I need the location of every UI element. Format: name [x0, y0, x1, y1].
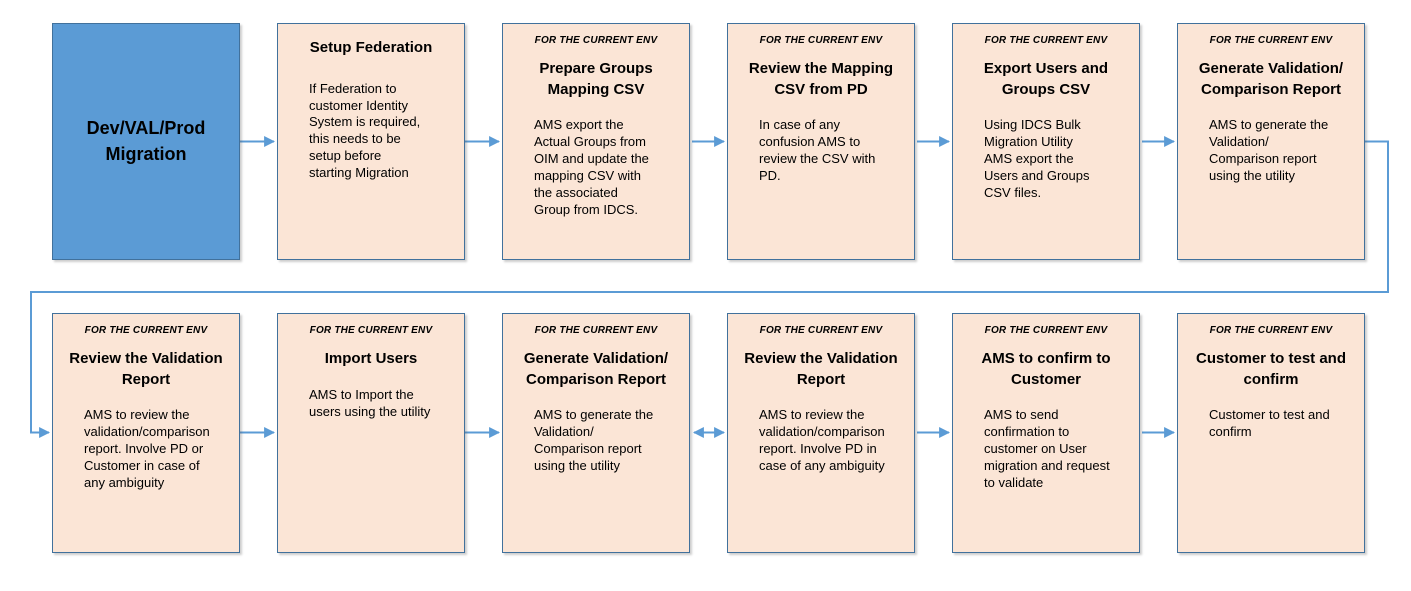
flow-box-prepare-groups-mapping-csv: FOR THE CURRENT ENV Prepare Groups Mappi… [502, 23, 690, 260]
flow-box-setup-federation: Setup Federation If Federation to custom… [277, 23, 465, 260]
flow-box-review-the-validation-report-2: FOR THE CURRENT ENV Review the Validatio… [727, 313, 915, 553]
flow-box-import-users: FOR THE CURRENT ENV Import Users AMS to … [277, 313, 465, 553]
box-body: AMS to generate the Validation/ Comparis… [1209, 117, 1329, 184]
elbow-arrow-row1-to-row2 [30, 140, 1389, 438]
box-title: Review the Validation Report [744, 350, 898, 388]
box-eyebrow: FOR THE CURRENT ENV [984, 35, 1108, 46]
box-eyebrow: FOR THE CURRENT ENV [759, 35, 883, 46]
box-body: If Federation to customer Identity Syste… [309, 80, 421, 181]
box-title: Review the Mapping CSV from PD [748, 60, 894, 98]
flow-box-review-the-mapping-csv-from-pd: FOR THE CURRENT ENV Review the Mapping C… [727, 23, 915, 260]
flow-box-review-the-validation-report-1: FOR THE CURRENT ENV Review the Validatio… [52, 313, 240, 553]
box-eyebrow: FOR THE CURRENT ENV [84, 325, 208, 336]
box-eyebrow: FOR THE CURRENT ENV [759, 325, 883, 336]
box-body: AMS to review the validation/comparison … [84, 407, 210, 490]
flow-box-export-users-and-groups-csv: FOR THE CURRENT ENV Export Users and Gro… [952, 23, 1140, 260]
box-title: Prepare Groups Mapping CSV [539, 60, 653, 98]
start-box-label: Dev/VAL/Prod Migration [86, 118, 206, 164]
box-eyebrow: FOR THE CURRENT ENV [534, 35, 658, 46]
flow-box-customer-to-test-and-confirm: FOR THE CURRENT ENV Customer to test and… [1177, 313, 1365, 553]
box-body: AMS to send confirmation to customer on … [984, 407, 1110, 490]
box-body: AMS to generate the Validation/ Comparis… [534, 407, 654, 474]
box-title: Export Users and Groups CSV [983, 60, 1109, 98]
flow-box-ams-to-confirm-to-customer: FOR THE CURRENT ENV AMS to confirm to Cu… [952, 313, 1140, 553]
box-title: Review the Validation Report [69, 350, 223, 388]
box-body: Customer to test and confirm [1209, 407, 1330, 440]
flow-box-generate-validation-comparison-report-2: FOR THE CURRENT ENV Generate Validation/… [502, 313, 690, 553]
box-body: AMS to Import the users using the utilit… [309, 386, 431, 419]
box-body: Using IDCS Bulk Migration Utility AMS ex… [984, 117, 1090, 200]
flow-box-dev-val-prod-migration: Dev/VAL/Prod Migration [52, 23, 240, 260]
box-body: AMS export the Actual Groups from OIM an… [534, 117, 649, 217]
box-body: AMS to review the validation/comparison … [759, 407, 885, 474]
box-eyebrow: FOR THE CURRENT ENV [1209, 325, 1333, 336]
box-title: Generate Validation/ Comparison Report [1198, 60, 1344, 98]
box-title: AMS to confirm to Customer [981, 350, 1111, 388]
box-eyebrow: FOR THE CURRENT ENV [1209, 35, 1333, 46]
box-title: Import Users [324, 350, 418, 367]
flow-box-generate-validation-comparison-report-1: FOR THE CURRENT ENV Generate Validation/… [1177, 23, 1365, 260]
box-title: Setup Federation [309, 39, 433, 56]
box-eyebrow: FOR THE CURRENT ENV [534, 325, 658, 336]
box-eyebrow: FOR THE CURRENT ENV [309, 325, 433, 336]
box-title: Generate Validation/ Comparison Report [523, 350, 669, 388]
box-body: In case of any confusion AMS to review t… [759, 117, 876, 184]
box-title: Customer to test and confirm [1195, 350, 1346, 388]
box-eyebrow: FOR THE CURRENT ENV [984, 325, 1108, 336]
